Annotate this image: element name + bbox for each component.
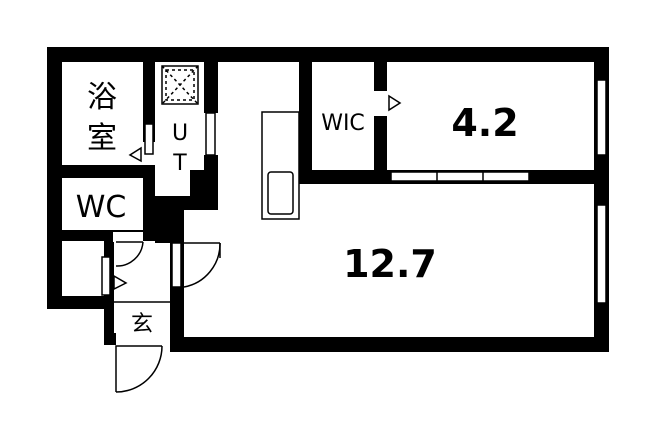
label-ut-1: U: [172, 121, 188, 146]
label-entrance: 玄: [131, 312, 153, 337]
wall-wic-left: [299, 47, 312, 184]
wall-wc-right: [143, 178, 155, 241]
windows: [101, 79, 607, 304]
wall-wc-bottom: [47, 230, 155, 241]
wall-entrance-bottom: [104, 333, 116, 345]
window-living: [596, 204, 607, 304]
wall-wic-room: [374, 47, 387, 91]
label-bath-2: 室: [87, 121, 117, 156]
wc-door: [115, 241, 144, 267]
door-markers: [113, 94, 402, 291]
wall-wc-block: [155, 210, 184, 243]
label-living: 12.7: [343, 242, 437, 286]
wall-ut-right: [204, 47, 218, 113]
sliding-door-room: [390, 171, 530, 182]
sliding-door-bath: [144, 123, 154, 155]
label-western-room: 4.2: [451, 101, 518, 145]
kitchen-counter: [261, 111, 300, 220]
living-door: [183, 242, 221, 288]
label-bath-1: 浴: [87, 80, 117, 115]
label-wc: WC: [76, 190, 127, 225]
wall-bottom: [170, 337, 609, 352]
fixtures: [114, 65, 300, 303]
label-wic: WIC: [321, 111, 365, 136]
wall-bath-ut: [143, 47, 155, 142]
label-ut-2: T: [172, 151, 187, 176]
wall-wic-room-low: [374, 116, 387, 184]
wall-ut-bottom-step: [190, 170, 218, 210]
window-room: [596, 79, 607, 156]
washer-pan: [161, 65, 199, 105]
wall-bath-bottom: [47, 165, 155, 178]
marker-bath: [128, 146, 142, 163]
wall-storage-bottom: [47, 296, 110, 309]
marker-wic: [388, 94, 402, 112]
sliding-door-ut: [205, 112, 216, 156]
kitchen-sink: [267, 171, 294, 215]
doors: [115, 241, 221, 393]
marker-storage: [113, 274, 128, 291]
wall-top: [47, 47, 609, 62]
sliding-door-storage: [101, 256, 111, 296]
room-labels: 浴 室 U T WC 玄 WIC 4.2 12.7: [76, 80, 519, 337]
sliding-door-entrance: [171, 242, 182, 288]
walls: [47, 47, 609, 352]
front-door: [115, 345, 163, 393]
